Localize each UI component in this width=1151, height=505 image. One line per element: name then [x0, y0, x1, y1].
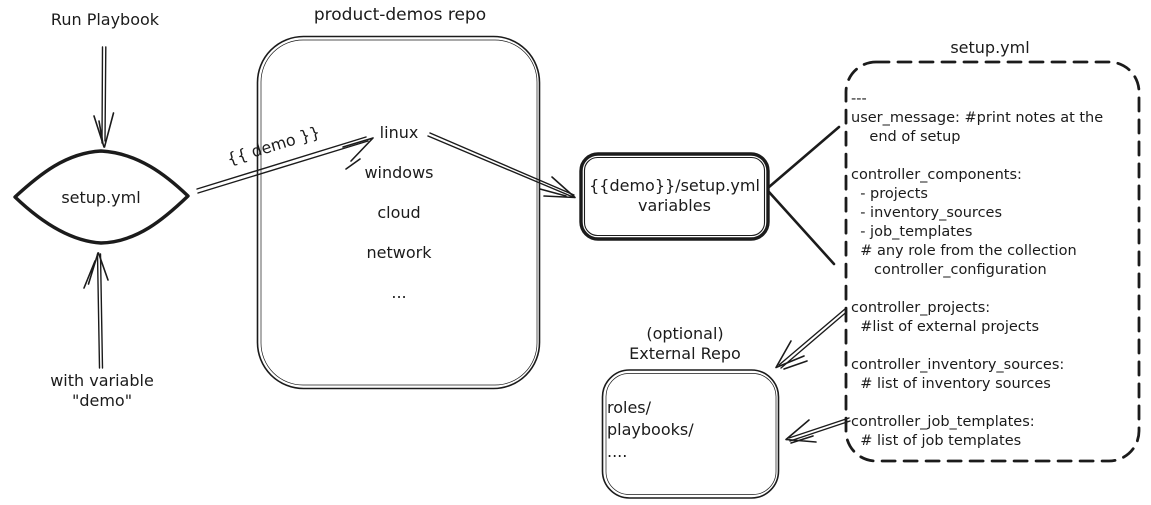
- variables-box: [579, 152, 770, 241]
- product-demos-box: [256, 35, 541, 390]
- variables-box-label: {{demo}}/setup.yml variables: [589, 176, 760, 215]
- product-demos-items: linux windows cloud network ...: [364, 123, 434, 302]
- with-variable-note: with variable "demo": [50, 371, 154, 410]
- arrow-job-templates-to-external-repo: [785, 417, 851, 444]
- external-repo-items: roles/ playbooks/ ....: [607, 398, 694, 461]
- external-repo-title: (optional) External Repo: [629, 324, 741, 363]
- arrow-projects-to-external-repo: [775, 308, 848, 370]
- arrow-linux-to-variables: [427, 132, 576, 199]
- arrow-with-variable: [83, 252, 109, 369]
- arrow-run-playbook: [93, 46, 115, 148]
- diamond-setup-yml-label: setup.yml: [61, 188, 141, 207]
- setup-yml-title: setup.yml: [950, 38, 1030, 57]
- setup-yml-content: --- user_message: #print notes at the en…: [851, 91, 1104, 449]
- diamond-setup-yml-shape: [13, 149, 190, 245]
- arrow-demo: [196, 136, 374, 194]
- product-demos-title: product-demos repo: [313, 5, 487, 25]
- external-repo-box: [601, 369, 780, 499]
- run-playbook-label: Run Playbook: [50, 10, 160, 29]
- setup-yml-box: [844, 60, 1141, 463]
- connector-variables-top: [767, 125, 841, 189]
- connector-variables-bottom: [767, 190, 836, 266]
